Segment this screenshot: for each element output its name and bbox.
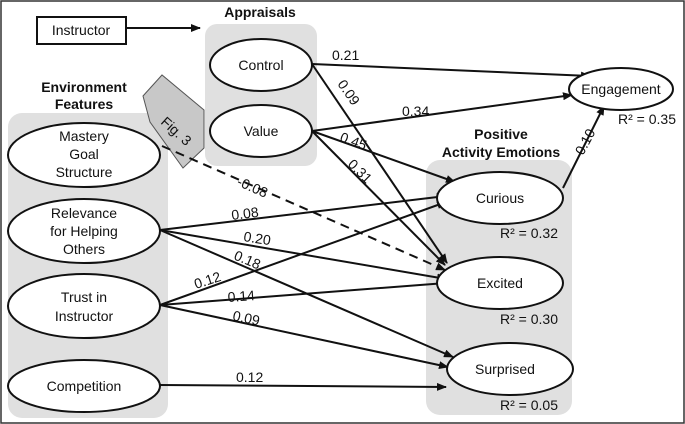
coef-mastery-excited: -0.08 <box>235 173 271 201</box>
appraisals-title: Appraisals <box>224 4 296 20</box>
value-node <box>209 104 313 158</box>
relevance-node <box>7 198 161 264</box>
instructor-label: Instructor <box>52 22 111 38</box>
coef-curious-engagement: 0.10 <box>572 126 599 158</box>
arrow-trust-excited <box>159 279 447 306</box>
environment-title-line2: Features <box>55 96 114 112</box>
arrow-curious-engagement <box>562 105 605 189</box>
emotions-title-line2: Activity Emotions <box>442 144 560 160</box>
emotions-title-line1: Positive <box>474 126 528 142</box>
coef-trust-excited: 0.14 <box>227 287 256 305</box>
arrow-value-engagement <box>311 92 573 132</box>
coef-trust-surprised: 0.09 <box>231 307 261 328</box>
coef-trust-curious: 0.12 <box>192 268 223 292</box>
path-arrows <box>126 24 605 391</box>
arrow-control-excited <box>311 63 448 264</box>
environment-title-line1: Environment <box>41 79 127 95</box>
arrow-trust-surprised <box>159 304 449 370</box>
mastery-label-2: Goal <box>69 146 99 162</box>
competition-node <box>7 359 161 413</box>
curious-label: Curious <box>476 190 524 206</box>
competition-label: Competition <box>47 378 122 394</box>
coef-value-curious: 0.45 <box>338 129 369 153</box>
fig3-arrow: Fig. 3 <box>142 74 205 169</box>
r2-engagement: R² = 0.35 <box>618 111 676 127</box>
surprised-label: Surprised <box>475 361 535 377</box>
engagement-label: Engagement <box>581 81 661 97</box>
relevance-label-1: Relevance <box>51 205 117 221</box>
environment-panel <box>8 113 168 418</box>
trust-label-2: Instructor <box>55 308 114 324</box>
value-label: Value <box>244 123 279 139</box>
coef-value-excited: 0.31 <box>345 156 376 187</box>
surprised-node <box>446 342 574 396</box>
arrow-value-excited <box>311 130 446 266</box>
trust-label-1: Trust in <box>61 289 107 305</box>
arrow-relevance-curious <box>159 193 447 231</box>
coef-value-engagement: 0.34 <box>402 103 429 119</box>
r2-curious: R² = 0.32 <box>500 225 558 241</box>
mastery-label-1: Mastery <box>59 128 109 144</box>
arrow-competition-surprised <box>159 382 447 391</box>
mastery-label-3: Structure <box>56 164 113 180</box>
coef-competition-surprised: 0.12 <box>236 369 263 385</box>
r2-excited: R² = 0.30 <box>500 311 558 327</box>
arrow-value-curious <box>311 130 456 183</box>
curious-node <box>436 171 564 225</box>
mastery-node <box>7 122 161 188</box>
engagement-node <box>568 67 674 111</box>
r2-surprised: R² = 0.05 <box>500 397 558 413</box>
excited-label: Excited <box>477 275 523 291</box>
arrow-trust-curious <box>159 201 447 306</box>
coef-relevance-excited: 0.20 <box>243 228 273 248</box>
control-label: Control <box>238 57 283 73</box>
excited-node <box>436 256 564 310</box>
arrow-control-engagement <box>311 63 591 80</box>
coef-control-engagement: 0.21 <box>332 47 359 63</box>
relevance-label-3: Others <box>63 241 105 257</box>
arrow-mastery-excited <box>161 145 446 271</box>
instructor-box <box>36 16 127 45</box>
control-node <box>209 38 313 92</box>
relevance-label-2: for Helping <box>50 223 118 239</box>
coef-relevance-curious: 0.08 <box>230 204 259 223</box>
trust-node <box>7 273 161 339</box>
